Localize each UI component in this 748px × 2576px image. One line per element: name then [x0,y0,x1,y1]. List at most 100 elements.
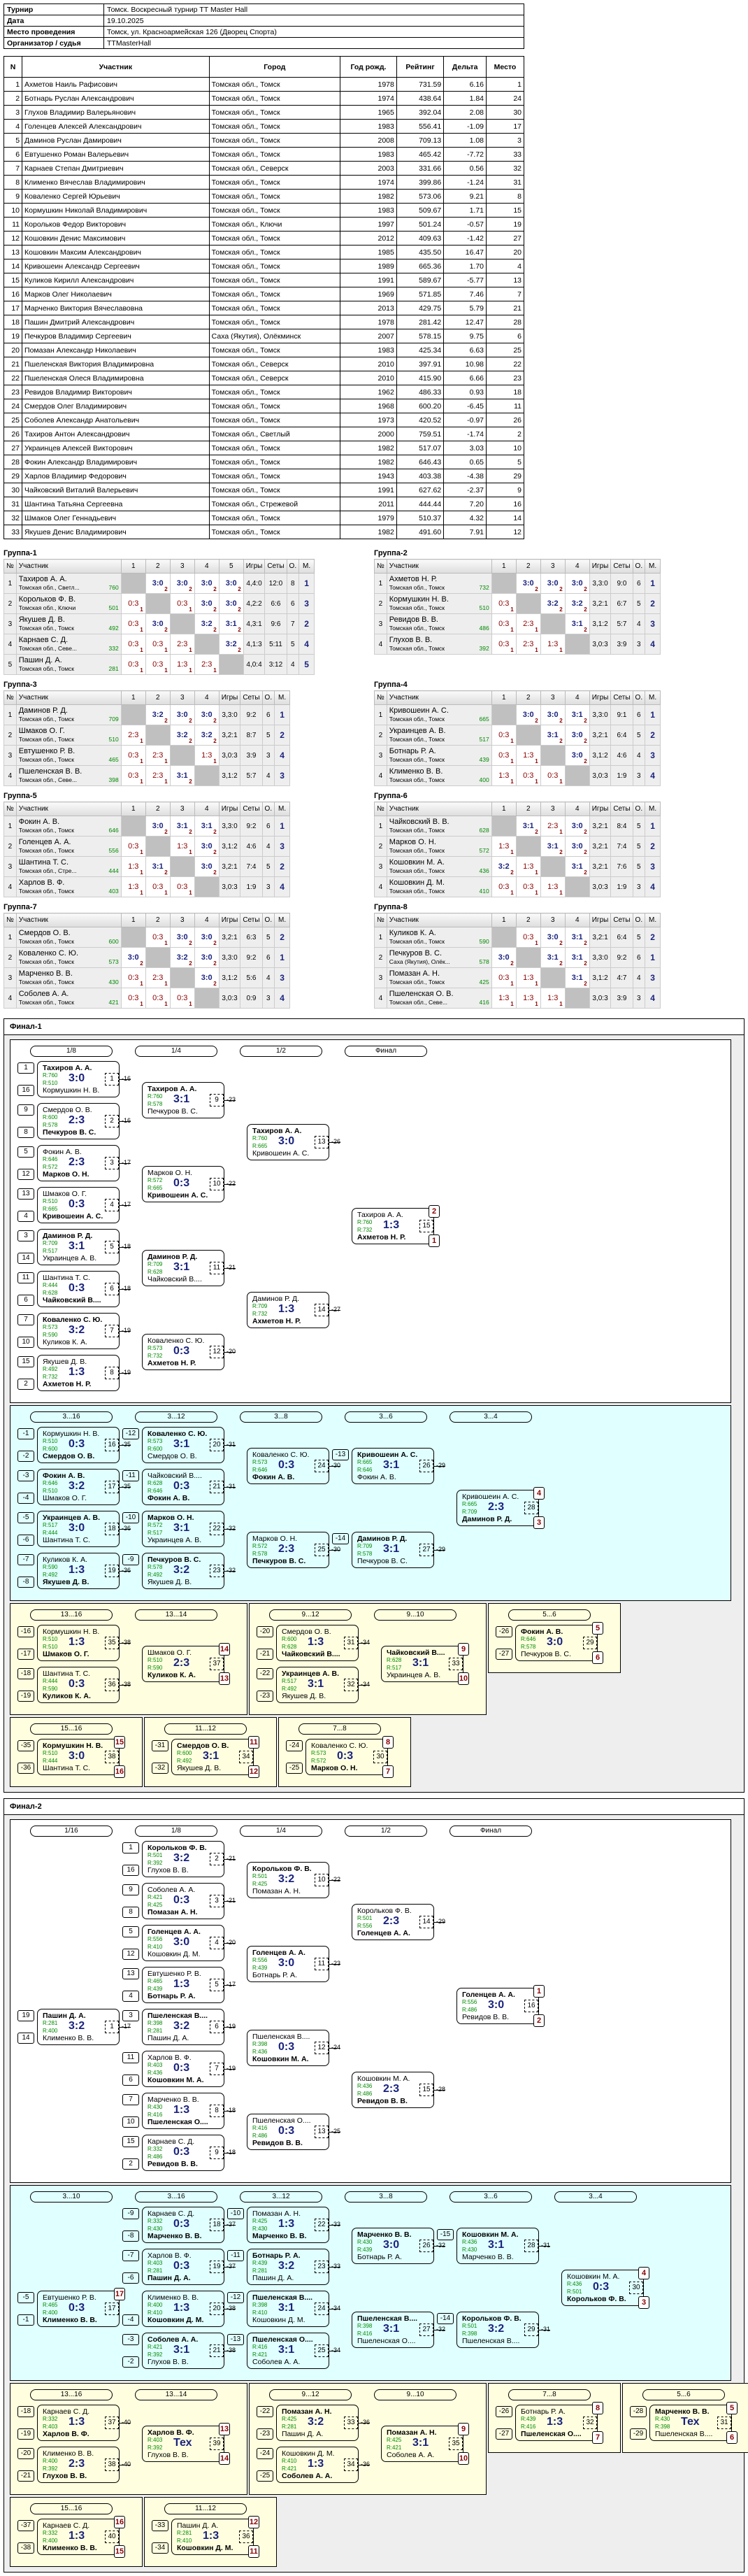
player1-name[interactable]: Ботнарь Р. А. [521,2407,566,2416]
player-cell[interactable]: Пшеленская В. В.Томская обл., Севе...398 [15,765,122,786]
player1-name[interactable]: Кошовкин М. А. [567,2272,620,2281]
player1-name[interactable]: Коваленко С. Ю. [252,1451,310,1459]
player1-name[interactable]: Клименко В. В. [43,2449,94,2458]
player2-name[interactable]: Кривошеин А. С. [43,1212,103,1221]
player1-name[interactable]: Кошовкин М. А. [357,2075,410,2083]
player1-name[interactable]: Карнаев С. Д. [148,2209,195,2218]
player2-name[interactable]: Даминов Р. Д. [462,1515,512,1523]
player2-name[interactable]: Глухов В. В. [148,2451,189,2459]
player2-name[interactable]: Клименко В. В. [43,2316,97,2324]
player2-name[interactable]: Якушев Д. В. [282,1692,326,1700]
player1-name[interactable]: Чайковский В.... [148,1472,202,1480]
player1-name[interactable]: Куликов К. А. [43,1556,88,1564]
player1-name[interactable]: Пшеленская О.... [252,2335,313,2344]
player1-name[interactable]: Пашин Д. А. [43,2012,86,2020]
player2-name[interactable]: Глухов В. В. [148,1866,189,1874]
player1-name[interactable]: Корольков Ф. В. [148,1844,207,1852]
player1-name[interactable]: Марченко В. В. [148,2095,199,2104]
player1-name[interactable]: Шантина Т. С. [43,1670,91,1678]
player1-name[interactable]: Смердов О. В. [43,1106,92,1114]
player1-name[interactable]: Пшеленская В.... [148,2012,208,2020]
player2-name[interactable]: Куликов К. А. [43,1338,88,1346]
player2-name[interactable]: Печкуров В. С. [148,1107,198,1116]
player1-name[interactable]: Смердов О. В. [177,1742,229,1750]
player-cell[interactable]: Тахиров А. А.Томская обл., Светл...760 [15,573,122,594]
player2-name[interactable]: Ревидов В. В. [357,2097,408,2105]
column-header[interactable]: Год рожд. [340,56,397,78]
player2-name[interactable]: Печкуров В. С. [252,1557,306,1565]
player1-name[interactable]: Корольков Ф. В. [252,1865,312,1873]
player2-name[interactable]: Марченко В. В. [148,2232,202,2240]
column-header[interactable]: N [3,56,23,78]
player2-name[interactable]: Марченко В. В. [252,2232,307,2240]
player2-name[interactable]: Фокин А. В. [148,1494,190,1502]
player2-name[interactable]: Шмаков О. Г. [43,1494,87,1502]
player1-name[interactable]: Украинцев А. В. [282,1670,340,1678]
